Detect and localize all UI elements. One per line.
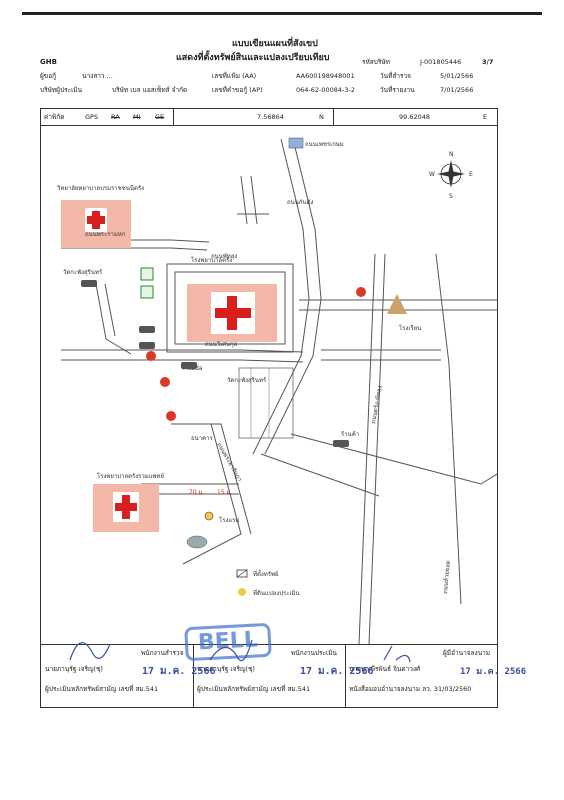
sig1-license: ผู้ประเมินหลักทรัพย์สามัญ เลขที่ สม.541 (45, 685, 159, 693)
svg-text:N: N (449, 151, 454, 158)
company-value: บริษัท เบล แอสเซ็ทส์ จำกัด (112, 86, 188, 94)
convenience-store-icon (140, 267, 154, 299)
gps-mi: MI (133, 113, 141, 121)
label-road2: ถนนพัทลุง (211, 253, 237, 260)
sig1-date: 17 ม.ค. 2566 (142, 666, 216, 677)
legend-land: ที่ตั้งทรัพย์ (253, 568, 278, 578)
label-road3: ถนนวิเศษกุล (205, 341, 238, 348)
ref-label: รหัสบริษัท (362, 58, 390, 66)
label-road4: ถนนกันตัง (287, 199, 313, 206)
deed-value: AA600198948001 (296, 72, 355, 80)
gps-n: N (319, 113, 324, 121)
survey-date-label: วันที่สำรวจ (380, 72, 411, 80)
gps-row: ค่าพิกัด GPS RA MI GE 7.56864 N 99.62048… (40, 108, 498, 126)
label-mazda: ร้านค้า (341, 431, 359, 438)
sig2-date: 17 ม.ค. 2566 (300, 666, 374, 677)
label-school: ถนนเพชรเกษม (305, 141, 344, 148)
sig3-role: ผู้มีอำนาจลงนาม (443, 649, 491, 657)
company-label: บริษัทผู้ประเมิน (40, 86, 83, 94)
label-road8: ถนนพระยารัษฎา (215, 442, 243, 483)
svg-text:W: W (429, 171, 435, 178)
sig3-license: หนังสือมอบอำนาจลงนาม ลว. 31/03/2560 (349, 685, 472, 693)
label-road7: วัดกะพังสุรินทร์ (227, 376, 267, 384)
sig3-name: นายบุญพีรพันธ์ จินดาวงศ์ (349, 665, 421, 673)
ap-label: เลขที่คำขอกู้ (AP) (212, 86, 263, 94)
map-canvas: วิทยาลัยพยาบาลบรมราชชนนีตรัง โรงพยาบาลตร… (56, 137, 498, 645)
label-shop: วัดกะพังสุรินทร์ (63, 268, 103, 276)
label-dist1: 70 ม. (189, 489, 204, 496)
customer-label: ผู้ขอกู้ (40, 72, 57, 80)
temple-icon (387, 294, 407, 314)
doc-title-1: แบบเขียนแผนที่สังเขป (232, 39, 318, 49)
gps-ra: RA (111, 113, 120, 121)
ref-value: J-001805446 (420, 58, 462, 66)
sig1-role: พนักงานสำรวจ (141, 649, 184, 657)
survey-date-value: 5/01/2566 (440, 72, 474, 80)
car-icon (81, 280, 349, 447)
doc-title-2: แสดงที่ตั้งทรัพย์สินและแปลงเปรียบเทียบ (176, 53, 330, 63)
logo-text: GHB (40, 58, 57, 66)
map-frame: วิทยาลัยพยาบาลบรมราชชนนีตรัง โรงพยาบาลตร… (40, 124, 498, 645)
hospital-icon (61, 200, 131, 248)
gas-station-icon (146, 287, 366, 421)
sig2-name: นายภานุรัฐ เจริญ(ชุ) (197, 665, 255, 673)
sig3-date: 17 ม.ค. 2566 (460, 667, 527, 677)
label-road5: ถนนตรัง-พัทลุง (370, 385, 384, 424)
svg-text:E: E (469, 171, 473, 178)
compass-icon: N S W E (429, 151, 473, 200)
top-rule (22, 12, 542, 15)
school-icon (288, 137, 304, 149)
page-number: 3/7 (482, 58, 494, 66)
label-hospital3: โรงพยาบาลตรังรวมแพทย์ (97, 472, 164, 480)
gps-lat: 7.56864 (257, 113, 284, 121)
sig2-role: พนักงานประเมิน (291, 649, 337, 657)
gps-label: ค่าพิกัด (44, 113, 65, 121)
subject-pin-icon (204, 511, 214, 521)
legend-comparison: ที่ดินแปลงประเมิน (253, 589, 300, 597)
label-temple: โรงเรียน (399, 324, 421, 332)
label-hotel: ธนาคาร (191, 435, 214, 442)
label-hospital2: โรงพยาบาลตรัง (191, 256, 232, 264)
gps-lon: 99.62048 (399, 113, 431, 121)
gps-e: E (483, 113, 488, 121)
signature-block: พนักงานสำรวจ นายภานุรัฐ เจริญ(ชุ) ผู้ประ… (40, 644, 498, 708)
deed-label: เลขที่แฟ้ม (AA) (212, 72, 257, 80)
sig2-license: ผู้ประเมินหลักทรัพย์สามัญ เลขที่ สม.541 (197, 685, 311, 693)
hospital-icon (187, 284, 277, 342)
hospital-icon (93, 484, 159, 532)
sig1-name: นายภานุรัฐ เจริญ(ชุ) (45, 665, 103, 673)
satellite-dish-icon (186, 535, 208, 549)
ap-value: 064-62-00084-3-2 (296, 86, 356, 94)
gps-gps: GPS (85, 113, 99, 121)
company-stamp: BELL (184, 622, 272, 662)
label-road6: ถนนห้วยยอด (442, 560, 452, 594)
svg-text:S: S (449, 193, 453, 200)
label-dist2: 15 ม. (217, 489, 232, 496)
label-subject: โรงแรม (219, 516, 239, 524)
report-date-value: 7/01/2566 (440, 86, 474, 94)
label-road1: ถนนพระรามหก (85, 231, 126, 238)
map-legend: ที่ตั้งทรัพย์ ที่ดินแปลงประเมิน (236, 568, 300, 597)
label-hospital1: วิทยาลัยพยาบาลบรมราชชนนีตรัง (56, 184, 144, 192)
gps-ge: GE (155, 113, 165, 121)
customer-value: นางสาว ... (82, 72, 113, 80)
report-date-label: วันที่รายงาน (380, 86, 415, 94)
